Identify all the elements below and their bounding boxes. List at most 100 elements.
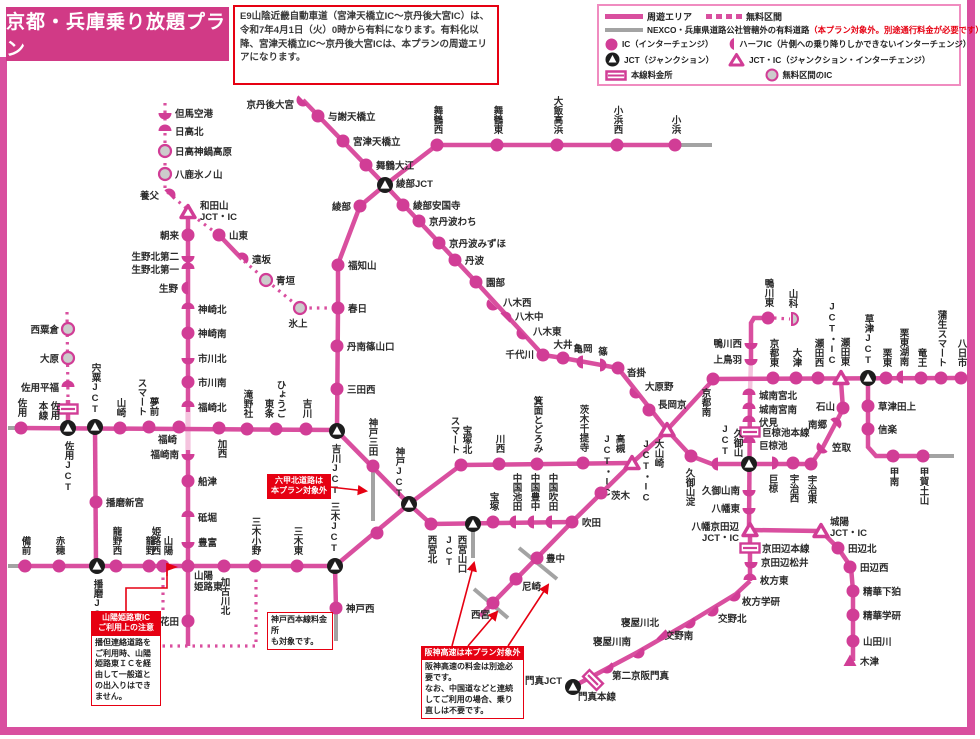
station-京都東: 京都東 [766, 338, 780, 385]
svg-text:丹波: 丹波 [465, 255, 485, 267]
svg-text:夢前: 夢前 [148, 396, 160, 417]
svg-text:枚方学研: 枚方学研 [742, 596, 781, 608]
station-門真本線: 門真本線 [578, 668, 617, 703]
station-但馬空港: 但馬空港 [158, 108, 214, 120]
svg-text:JCT: JCT [720, 424, 731, 457]
svg-text:龍野西: 龍野西 [111, 526, 123, 556]
station-八日市: 八日市 [954, 339, 968, 385]
station-城南宮北: 城南宮北 [742, 388, 798, 402]
svg-text:京丹後大宮: 京丹後大宮 [246, 99, 294, 111]
legend-jct-ic-label: JCT・IC（ジャンクション・インターチェンジ） [748, 54, 931, 65]
svg-text:JCT・IC: JCT・IC [602, 434, 613, 499]
station-八木中: 八木中 [500, 311, 544, 323]
station-寝屋川南: 寝屋川南 [593, 636, 645, 659]
jct-icon [605, 52, 620, 67]
svg-text:砥堀: 砥堀 [198, 512, 218, 524]
station-石山: 石山 [815, 401, 850, 415]
svg-text:山崎: 山崎 [115, 397, 127, 418]
station-西宮北: 西宮北 [424, 517, 438, 564]
svg-text:生野: 生野 [159, 283, 179, 295]
station-日高北: 日高北 [158, 124, 204, 138]
callout-himeji-higashi-body: 播但連絡道路をご利用時、山陽姫路東ＩＣを経由して一般道との出入りはできません。 [91, 635, 161, 706]
station-茨木: 茨木 [594, 486, 631, 502]
station-綾部JCT: 綾部JCT [377, 177, 433, 193]
svg-text:甲南: 甲南 [888, 467, 900, 487]
station-山東: 山東 [212, 228, 249, 242]
station-巨椋池: 巨椋池 [742, 436, 788, 452]
svg-text:城南宮南: 城南宮南 [759, 404, 798, 416]
svg-text:舞鶴大江: 舞鶴大江 [376, 160, 415, 172]
station-巨椋: 巨椋 [767, 456, 779, 494]
station-鴨川東: 鴨川東 [761, 278, 776, 325]
svg-text:山田川: 山田川 [863, 636, 892, 648]
svg-text:山陽姫路東: 山陽姫路東 [194, 570, 223, 593]
svg-text:備前: 備前 [20, 535, 32, 556]
station-京丹後大宮: 京丹後大宮 [246, 95, 308, 111]
station-遠坂: 遠坂 [237, 252, 272, 266]
station-舞鶴大江: 舞鶴大江 [359, 158, 415, 172]
svg-text:氷上: 氷上 [287, 318, 308, 330]
callout-kobe-west-tollgate-body: 神戸西本線料金所 も対象です。 [267, 612, 333, 651]
station-篠: 篠 [598, 346, 608, 372]
svg-text:八木西: 八木西 [502, 297, 532, 309]
svg-text:八幡東: 八幡東 [710, 503, 740, 515]
area-line-icon [605, 14, 643, 19]
svg-text:鴨川東: 鴨川東 [763, 278, 776, 308]
station-丹南篠山口: 丹南篠山口 [330, 339, 395, 353]
station-船津: 船津 [181, 474, 218, 488]
free-section-line-icon [706, 14, 743, 19]
svg-text:久御山南: 久御山南 [702, 485, 741, 497]
svg-text:田辺西: 田辺西 [860, 563, 889, 574]
svg-text:本線: 本線 [37, 400, 49, 421]
svg-text:京都南: 京都南 [700, 387, 713, 417]
station-大原: 大原 [40, 350, 76, 366]
svg-text:佐用: 佐用 [16, 397, 29, 418]
station-福崎北: 福崎北 [181, 400, 227, 414]
svg-text:佐用JCT: 佐用JCT [63, 440, 76, 493]
svg-text:木津: 木津 [859, 656, 880, 668]
svg-text:加西: 加西 [216, 438, 229, 459]
svg-text:三木小野: 三木小野 [250, 517, 263, 556]
svg-text:精華学研: 精華学研 [863, 610, 902, 622]
svg-text:日高北: 日高北 [175, 126, 204, 138]
svg-text:中国池田: 中国池田 [511, 472, 523, 512]
svg-text:南郷: 南郷 [808, 419, 828, 431]
svg-text:巨椋池本線: 巨椋池本線 [762, 427, 810, 439]
svg-text:但馬空港: 但馬空港 [174, 108, 214, 120]
svg-text:千代川: 千代川 [505, 349, 534, 361]
svg-text:草津田上: 草津田上 [878, 401, 917, 413]
svg-text:福知山: 福知山 [347, 260, 377, 272]
svg-text:吉川: 吉川 [301, 398, 314, 419]
svg-text:石山: 石山 [815, 401, 835, 413]
legend-free-ic-label: 無料区間のIC [782, 70, 833, 80]
svg-text:沓掛: 沓掛 [626, 367, 647, 379]
svg-text:養父: 養父 [139, 190, 160, 202]
svg-text:豊富: 豊富 [198, 537, 217, 549]
ic-icon [605, 38, 618, 51]
station-山科: 山科 [787, 288, 799, 327]
svg-text:丹南篠山口: 丹南篠山口 [347, 341, 395, 353]
station-丹波: 丹波 [448, 253, 485, 267]
svg-text:大津: 大津 [791, 347, 803, 368]
svg-text:第二京阪門真: 第二京阪門真 [612, 670, 670, 682]
station-草津田上: 草津田上 [861, 399, 917, 413]
station-伏見: 伏見 [742, 415, 779, 429]
station-福知山: 福知山 [331, 258, 377, 272]
svg-text:巨椋: 巨椋 [767, 474, 779, 494]
svg-text:竜王: 竜王 [916, 347, 928, 367]
svg-text:枚方東: 枚方東 [760, 575, 789, 587]
station-市川南: 市川南 [181, 375, 227, 389]
svg-text:宝塚北: 宝塚北 [461, 425, 473, 455]
svg-text:笠取: 笠取 [831, 442, 852, 454]
station-城南宮南: 城南宮南 [742, 402, 798, 416]
svg-text:門真本線: 門真本線 [578, 691, 617, 703]
svg-text:福崎北: 福崎北 [197, 402, 227, 414]
station-瀬田西: 瀬田西 [811, 338, 825, 385]
station-加古川北: 加古川北 [217, 559, 231, 616]
station-大飯高浜: 大飯高浜 [550, 95, 564, 152]
svg-text:門真JCT: 門真JCT [525, 675, 562, 687]
station-八木東: 八木東 [516, 326, 562, 340]
